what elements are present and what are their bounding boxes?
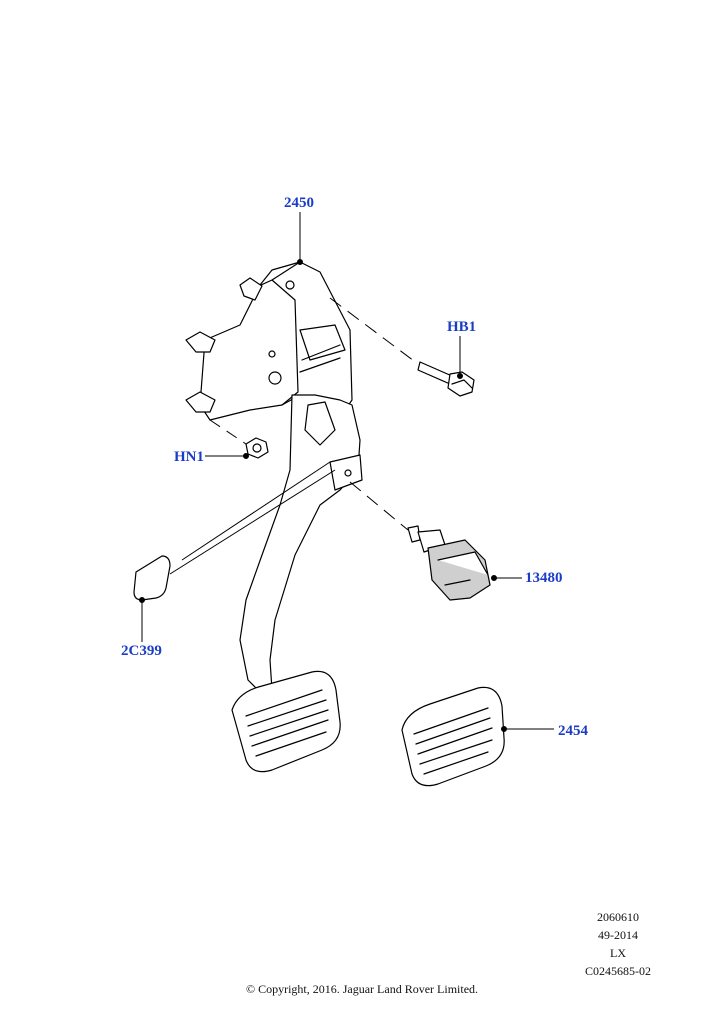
brake-pedal-pad — [231, 670, 341, 773]
pedal-arm — [239, 394, 363, 693]
bolt — [417, 361, 475, 397]
callout-hn1: HN1 — [174, 449, 204, 465]
brake-light-switch — [407, 525, 491, 601]
meta-line-1: 2060610 — [597, 910, 639, 924]
callout-13480: 13480 — [525, 570, 563, 586]
cover-projection-line-2 — [169, 469, 336, 575]
meta-line-3: LX — [610, 946, 626, 960]
switch-axis-dashed — [349, 481, 409, 531]
bolt-axis-dashed — [329, 297, 419, 365]
meta-line-4: C0245685-02 — [585, 964, 651, 978]
pad-cover — [133, 555, 171, 601]
callout-hb1: HB1 — [447, 319, 477, 335]
nut-axis-dashed — [209, 419, 247, 445]
copyright-notice: © Copyright, 2016. Jaguar Land Rover Lim… — [245, 982, 479, 996]
pedal-bracket — [185, 261, 353, 421]
callout-2450: 2450 — [284, 195, 314, 211]
cover-projection-line-1 — [181, 461, 331, 561]
accelerator-pedal-pad — [401, 686, 505, 787]
callout-2454: 2454 — [558, 723, 588, 739]
meta-line-2: 49-2014 — [598, 928, 638, 942]
callout-2c399: 2C399 — [121, 643, 162, 659]
nut — [245, 437, 269, 459]
